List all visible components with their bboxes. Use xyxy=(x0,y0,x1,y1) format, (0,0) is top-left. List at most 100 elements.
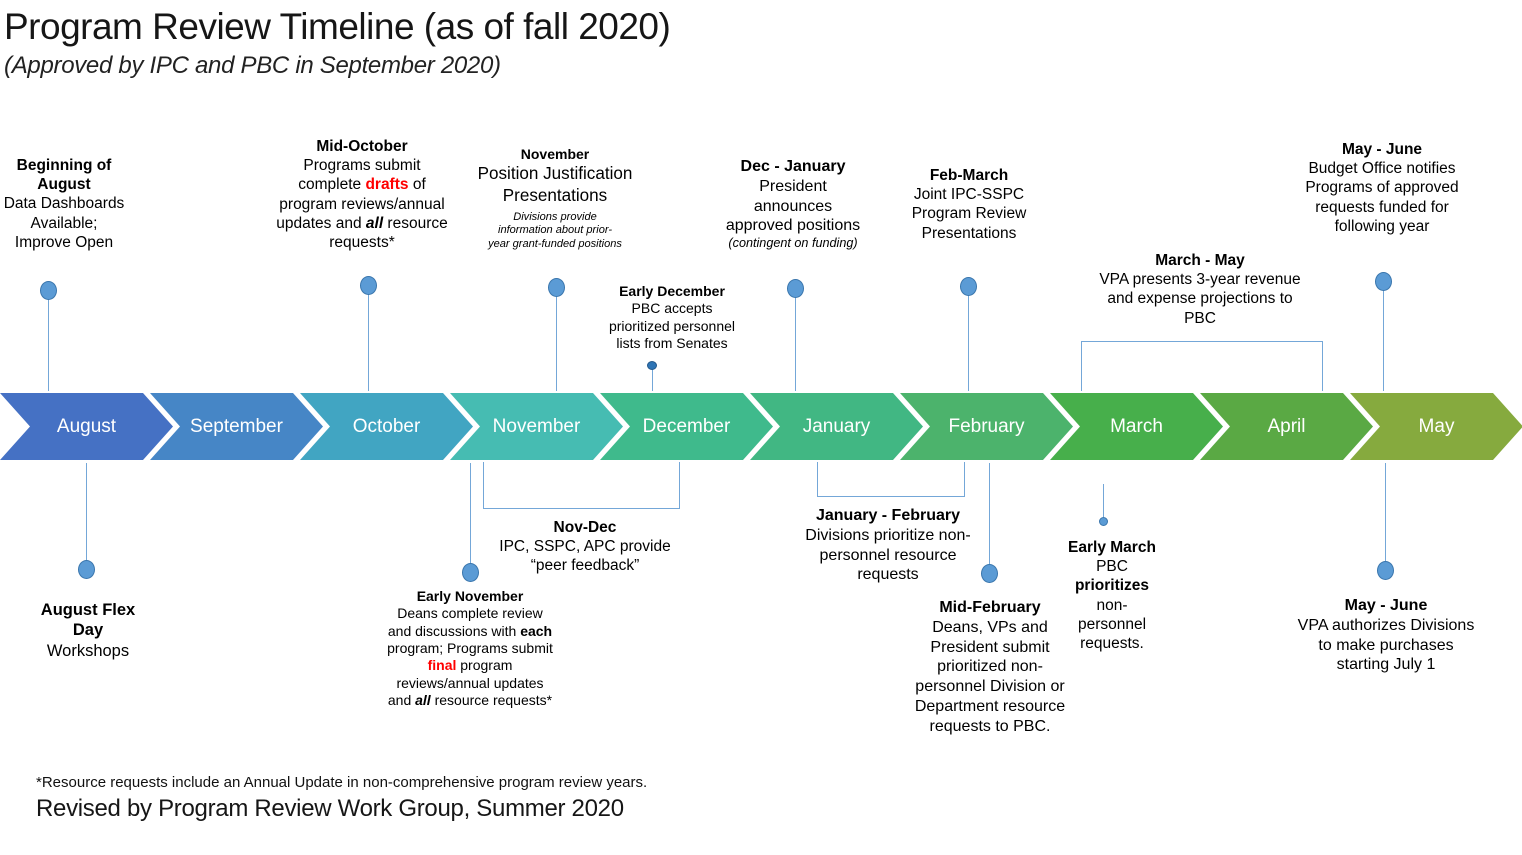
month-chevron-january: January xyxy=(750,393,923,460)
text-segment: Divisions provide xyxy=(513,210,597,223)
text-segment: January - February xyxy=(815,507,961,524)
marker-line xyxy=(469,463,471,565)
annotation-line: Department resource xyxy=(895,697,1085,717)
month-label: March xyxy=(1110,416,1163,437)
annotation-line: Dec - January xyxy=(706,157,881,177)
text-segment: President xyxy=(759,177,827,195)
page-subtitle: (Approved by IPC and PBC in September 20… xyxy=(4,52,501,79)
text-segment: resource requests* xyxy=(430,692,553,709)
annotation-line: Early March xyxy=(1050,538,1175,557)
marker-line xyxy=(85,463,87,562)
text-segment: and xyxy=(387,692,416,709)
text-segment: Presentations xyxy=(921,224,1017,242)
text-segment: personnel xyxy=(1077,615,1147,633)
text-segment: all xyxy=(415,692,431,709)
text-segment: of xyxy=(408,176,426,194)
marker-line xyxy=(794,288,796,391)
text-segment: “peer feedback” xyxy=(530,557,640,575)
text-segment: final xyxy=(427,657,457,674)
annotation-line: Deans, VPs and xyxy=(895,618,1085,638)
text-segment: VPA authorizes Divisions xyxy=(1297,616,1475,634)
annotation-line: PBC xyxy=(1050,557,1175,576)
text-segment: Budget Office notifies xyxy=(1308,160,1456,178)
text-segment: and expense projections to xyxy=(1107,290,1293,308)
text-segment: Divisions prioritize non- xyxy=(805,526,971,544)
text-segment: complete xyxy=(298,176,366,194)
annotation-line: starting July 1 xyxy=(1269,655,1504,675)
annotation-line: non- xyxy=(1050,596,1175,615)
annotation-line: personnel xyxy=(1050,615,1175,634)
text-segment: VPA presents 3-year revenue xyxy=(1099,271,1301,289)
text-segment: IPC, SSPC, APC provide xyxy=(499,538,671,556)
text-segment: November xyxy=(520,146,590,162)
text-segment: requests xyxy=(857,566,919,584)
marker-line xyxy=(651,367,653,391)
marker-circle xyxy=(959,276,977,296)
text-segment: Mid-February xyxy=(939,599,1041,616)
span-bracket xyxy=(483,462,680,509)
text-segment: lists from Senates xyxy=(616,335,728,352)
text-segment: prioritized non- xyxy=(937,658,1043,676)
text-segment: non- xyxy=(1096,596,1128,614)
marker-circle xyxy=(786,278,804,298)
annotation-line: President xyxy=(706,177,881,197)
annotation-line: requests xyxy=(793,565,983,585)
marker-circle xyxy=(77,559,95,579)
text-segment: PBC accepts xyxy=(631,300,713,317)
marker-line xyxy=(1384,463,1386,563)
text-segment: personnel resource xyxy=(819,546,957,564)
annotation-line: Budget Office notifies xyxy=(1285,159,1480,178)
text-segment: information about prior- xyxy=(497,224,612,237)
text-segment: (contingent on funding) xyxy=(728,236,858,251)
text-segment: requests funded for xyxy=(1315,198,1449,216)
marker-circle xyxy=(980,563,998,583)
span-bracket xyxy=(1081,341,1323,391)
annotation-line: following year xyxy=(1285,217,1480,236)
annotation-line: prioritized non- xyxy=(895,657,1085,677)
text-segment: Beginning of xyxy=(16,157,112,174)
text-segment: prioritized personnel xyxy=(608,317,736,334)
month-label: January xyxy=(802,416,871,437)
marker-circle xyxy=(1376,560,1394,580)
annotation-line: VPA presents 3-year revenue xyxy=(1068,270,1333,289)
text-segment: program reviews/annual xyxy=(279,195,445,213)
annotation-line: personnel resource xyxy=(793,546,983,566)
text-segment: PBC xyxy=(1184,309,1216,327)
month-chevron-october: October xyxy=(300,393,473,460)
month-label: December xyxy=(642,416,731,437)
marker-line xyxy=(367,285,369,391)
marker-line xyxy=(1102,484,1104,517)
text-segment: updates and xyxy=(276,214,366,232)
annotation-line: to make purchases xyxy=(1269,636,1504,656)
annotation-line: Early November xyxy=(365,588,575,605)
annotation-line: Mid-October xyxy=(262,137,462,156)
span-bracket xyxy=(817,462,965,497)
month-label: February xyxy=(948,416,1025,437)
text-segment: drafts xyxy=(365,176,409,194)
annotation-line: Programs of approved xyxy=(1285,178,1480,197)
annotation-line: IPC, SSPC, APC provide xyxy=(483,537,688,556)
text-segment: to make purchases xyxy=(1318,636,1454,654)
text-segment: Mid-October xyxy=(316,138,408,155)
text-segment: Early November xyxy=(416,588,524,604)
annotation-line: Workshops xyxy=(18,641,158,661)
annotation-line: requests* xyxy=(262,233,462,252)
marker-line xyxy=(1382,281,1384,391)
annotation-line: reviews/annual updates xyxy=(365,675,575,692)
marker-line xyxy=(988,463,990,566)
text-segment: Programs submit xyxy=(303,157,421,175)
text-segment: May - June xyxy=(1341,141,1423,158)
annotation-line: requests funded for xyxy=(1285,198,1480,217)
month-chevron-april: April xyxy=(1200,393,1373,460)
text-segment: each xyxy=(520,622,553,639)
marker-line xyxy=(47,290,49,391)
month-chevron-may: May xyxy=(1350,393,1522,460)
